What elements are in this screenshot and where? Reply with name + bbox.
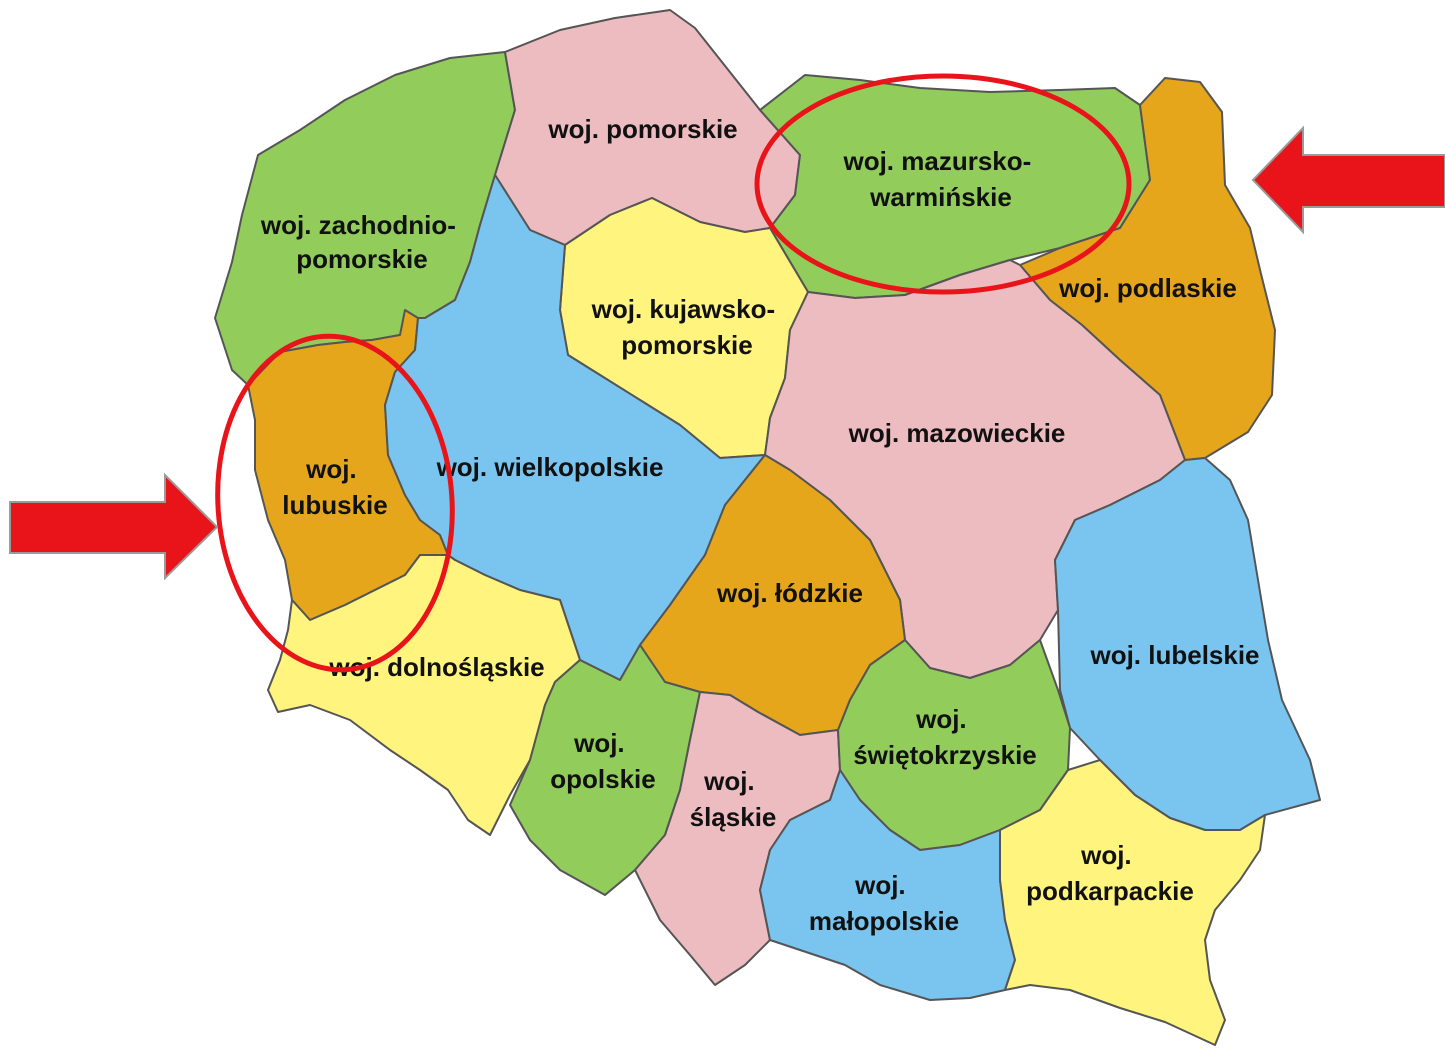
label-lubuskie: woj. lubuskie — [282, 454, 387, 520]
label-lodzkie: woj. łódzkie — [716, 578, 863, 608]
region-podkarpackie[interactable] — [999, 759, 1266, 1046]
label-slaskie: woj. śląskie — [690, 766, 777, 832]
labels-layer: woj. zachodnio- pomorskie woj. pomorskie… — [260, 114, 1260, 936]
annotations-layer — [9, 73, 1445, 673]
label-podkarpackie: woj. podkarpackie — [1026, 840, 1194, 906]
label-pomorskie: woj. pomorskie — [547, 114, 737, 144]
label-podlaskie: woj. podlaskie — [1058, 273, 1237, 303]
highlight-ellipse-lubuskie — [215, 333, 455, 673]
arrow-right-icon — [9, 472, 219, 581]
arrow-left-icon — [1251, 125, 1445, 235]
label-malopolskie: woj. małopolskie — [809, 870, 959, 936]
label-swietokrzyskie: woj. świętokrzyskie — [853, 704, 1037, 770]
highlight-ellipse-warminsko-mazurskie — [754, 73, 1132, 295]
label-lubelskie: woj. lubelskie — [1089, 640, 1259, 670]
label-opolskie: woj. opolskie — [550, 728, 655, 794]
label-warminsko-mazurskie: woj. mazursko- warmińskie — [842, 146, 1038, 212]
label-zachodniopomorskie: woj. zachodnio- pomorskie — [260, 210, 463, 274]
regions-layer — [214, 9, 1321, 1046]
label-wielkopolskie: woj. wielkopolskie — [436, 452, 664, 482]
label-mazowieckie: woj. mazowieckie — [848, 418, 1066, 448]
label-kujawsko-pomorskie: woj. kujawsko- pomorskie — [591, 294, 783, 360]
